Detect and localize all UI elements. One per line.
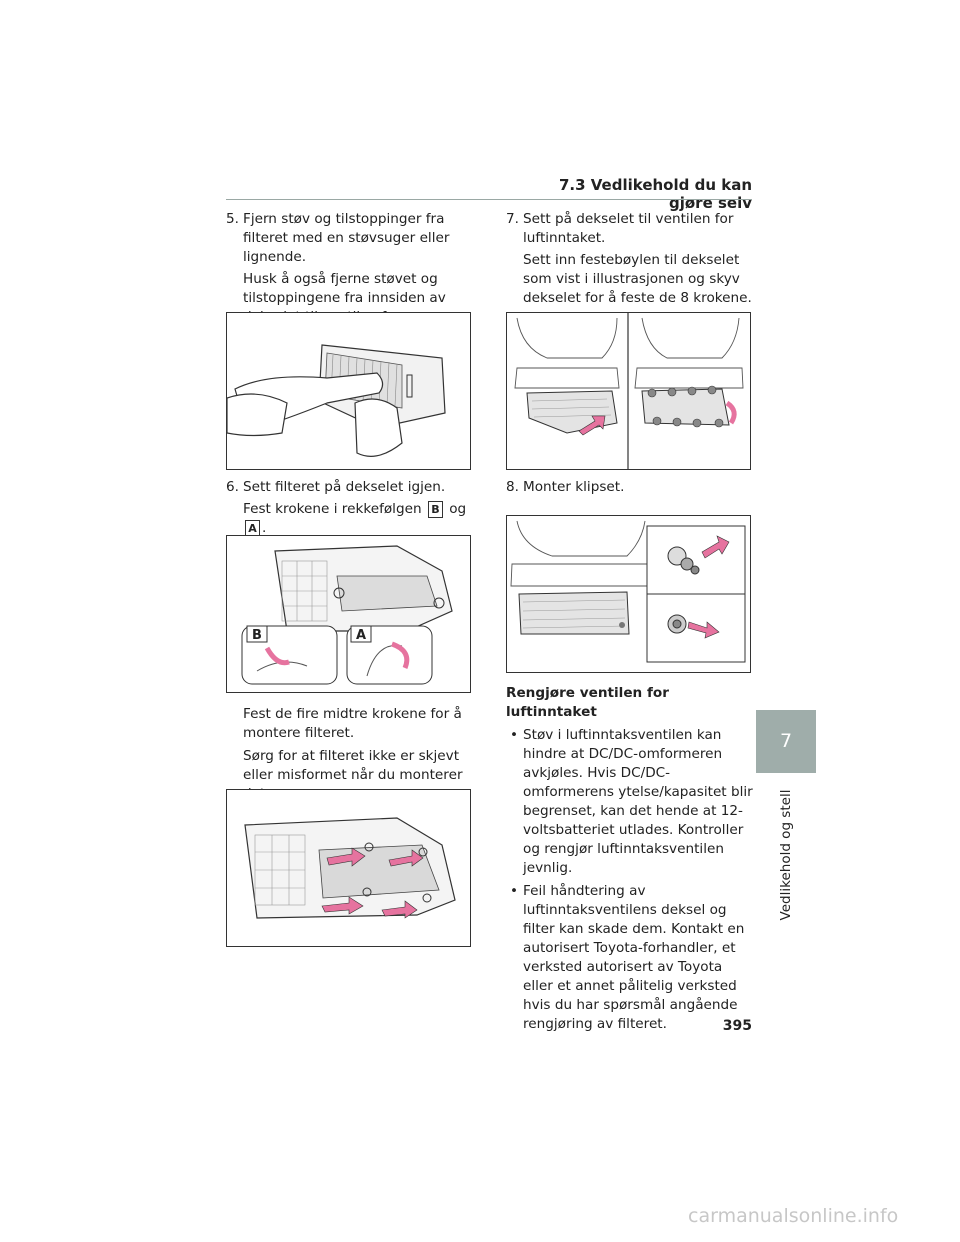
bullet-text: Støv i luftinntaksventilen kan hindre at… bbox=[523, 727, 753, 876]
key-b-badge: B bbox=[427, 500, 443, 518]
figure-vacuum-filter bbox=[226, 312, 471, 470]
figure-middle-hooks bbox=[226, 789, 471, 947]
bullet-item: • Feil håndtering av luftinntaksventilen… bbox=[506, 882, 756, 1034]
figure-cover-install bbox=[506, 312, 751, 470]
step-6-note: Fest krokene i rekkefølgen B og A. bbox=[226, 500, 476, 538]
step-8-text: Monter klipset. bbox=[523, 479, 625, 495]
step-8-block: 8. Monter klipset. bbox=[506, 478, 754, 497]
step-7-text: Sett på dekselet til ventilen for luftin… bbox=[523, 211, 734, 246]
step-6-note-mid: og bbox=[449, 501, 467, 517]
step-6-note-prefix: Fest krokene i rekkefølgen bbox=[243, 501, 422, 517]
chapter-tab: 7 bbox=[756, 710, 816, 773]
notes-block: Fest de fire midtre krokene for å monter… bbox=[226, 702, 476, 804]
section-header: 7.3 Vedlikehold du kan gjøre selv bbox=[558, 176, 752, 212]
figure-label-a: A bbox=[356, 628, 366, 643]
step-6-text: Sett filteret på dekselet igjen. bbox=[243, 479, 446, 495]
cleaning-section: Rengjøre ventilen for luftinntaket • Stø… bbox=[506, 684, 756, 1034]
bullet-mark: • bbox=[510, 883, 519, 899]
step-6-note-suffix: . bbox=[262, 520, 267, 536]
step-7-number: 7. bbox=[506, 211, 519, 227]
key-a-badge: A bbox=[245, 519, 260, 537]
bullet-item: • Støv i luftinntaksventilen kan hindre … bbox=[506, 726, 756, 878]
figure-clip bbox=[506, 515, 751, 673]
bullet-mark: • bbox=[510, 727, 519, 743]
step-5-text: Fjern støv og tilstoppinger fra filteret… bbox=[243, 211, 450, 265]
step-8-number: 8. bbox=[506, 479, 519, 495]
step-5-number: 5. bbox=[226, 211, 239, 227]
chapter-label-text: Vedlikehold og stell bbox=[778, 789, 794, 921]
step-7-block: 7. Sett på dekselet til ventilen for luf… bbox=[506, 210, 754, 308]
step-8: 8. Monter klipset. bbox=[506, 478, 754, 497]
cleaning-heading: Rengjøre ventilen for luftinntaket bbox=[506, 685, 669, 720]
step-6-number: 6. bbox=[226, 479, 239, 495]
step-6-block: 6. Sett filteret på dekselet igjen. Fest… bbox=[226, 478, 476, 538]
watermark: carmanualsonline.info bbox=[688, 1205, 899, 1227]
chapter-label: Vedlikehold og stell bbox=[754, 789, 818, 921]
note-four-hooks: Fest de fire midtre krokene for å monter… bbox=[243, 706, 462, 741]
step-5: 5. Fjern støv og tilstoppinger fra filte… bbox=[226, 210, 476, 267]
figure-hooks-order: B A bbox=[226, 535, 471, 693]
step-7-note: Sett inn festebøylen til dekselet som vi… bbox=[523, 252, 752, 306]
figure-label-b: B bbox=[252, 628, 262, 643]
step-6: 6. Sett filteret på dekselet igjen. bbox=[226, 478, 476, 497]
step-7: 7. Sett på dekselet til ventilen for luf… bbox=[506, 210, 754, 248]
bullet-text: Feil håndtering av luftinntaksventilens … bbox=[523, 883, 745, 1032]
page-number: 395 bbox=[722, 1018, 752, 1034]
header-rule bbox=[226, 199, 752, 200]
